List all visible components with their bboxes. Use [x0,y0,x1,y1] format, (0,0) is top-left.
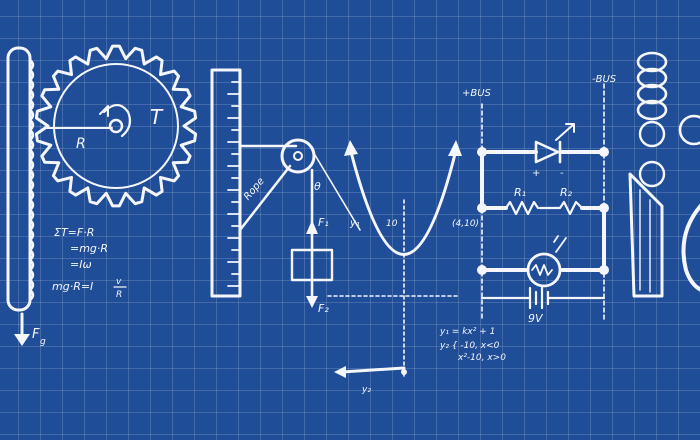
small-ring-1 [638,120,666,148]
equation-4: mg·R=I [52,280,93,293]
coil-loop [636,99,668,121]
axis-ten-label: 10 [386,219,398,229]
circuit-nodes [477,147,609,275]
battery-symbol [480,286,606,310]
force-g-sub: g [40,337,46,347]
r1-label: R₁ [514,186,526,199]
equation-2: =mg·R [70,242,108,255]
vertical-rod [6,46,32,312]
photoresistor [526,252,562,288]
down-force-arrowhead [306,296,318,308]
f2-label: F₂ [318,302,329,315]
diode-minus-label: - [560,168,564,179]
r2-label: R₂ [560,186,573,199]
coil-loop [636,51,668,73]
rotation-arrowhead [99,105,109,117]
y1-small-label: y₁ [349,218,360,229]
lens-ring [678,114,700,146]
letter-h-pulley-group: Rope θ F₁ F₂ y₁ [210,68,361,315]
letter-c-curve [681,203,700,292]
radius-label: R [76,136,86,152]
ruler-bar [210,68,242,298]
hanging-mass [290,248,334,282]
battery-label: 9V [528,312,544,325]
rack-teeth [28,58,35,302]
circuit-node [477,265,487,275]
diode-light-arrow [555,123,575,141]
gravity-arrowhead [14,334,30,346]
spring-coil [636,51,668,121]
pulley-axle [293,151,303,161]
y2-axis-label: y₂ [361,385,371,395]
letter-c-group [678,114,700,292]
photoresistor-light [553,235,567,253]
circuit-node [599,265,609,275]
pulley-wheel [280,138,316,174]
gear-axle [108,118,124,134]
y-tail-arrowhead [334,366,346,378]
force-g-label: F [32,327,40,342]
bus-minus-label: -BUS [592,74,617,85]
y-tail-point [401,369,407,375]
ruler-ticks [227,81,241,287]
gear-inner-ring [53,63,179,189]
f1-label: F₁ [318,216,329,229]
bus-plus-label: +BUS [462,88,492,99]
letter-i-group [628,51,668,298]
theta-label: θ [314,180,321,193]
letter-p-gear-group: T R F g ΣT=F·R =mg·R =Iω mg·R=I v R [6,44,198,347]
piecewise-y1: y₁ = kx² + 1 [439,327,495,337]
prism-shape [628,172,664,298]
gear-outline [34,44,198,208]
circuit-node [599,147,609,157]
equation-1: ΣT=F·R [54,226,94,239]
letter-y-graph-group: 10 (4,10) y₁ = kx² + 1 y₂ { -10, x<0 x²-… [327,140,506,395]
point-label: (4,10) [452,219,479,229]
letter-s-circuit-group: +BUS -BUS + - R₁ R₂ 9V [462,74,617,325]
circuit-wires [480,150,606,272]
equation-4-numerator: v [116,277,122,287]
resistors [504,200,584,216]
gear-icon [34,44,198,208]
equation-3: =Iω [70,258,92,271]
parabola-right-arrowhead [448,140,462,156]
piecewise-y2-b: x²-10, x>0 [457,353,506,363]
up-force-arrowhead [306,220,318,234]
circuit-node [477,203,487,213]
photoresistor-zigzag [531,264,553,276]
piecewise-y2: y₂ { -10, x<0 [439,341,500,351]
diode-plus-label: + [532,168,540,179]
equation-4-denominator: R [116,290,122,300]
y-tail-line [340,366,406,374]
circuit-node [477,147,487,157]
small-ring-2 [638,160,666,188]
prism-hatching [639,189,651,293]
diode-symbol [534,140,562,164]
circuit-node [599,203,609,213]
rotation-arrow [102,103,132,138]
coil-loop [636,67,668,89]
parabola-left-arrowhead [344,140,358,156]
parabola-curve [348,146,458,256]
coil-loop [636,83,668,105]
theta-guide [311,149,361,231]
torque-label: T [150,105,164,129]
